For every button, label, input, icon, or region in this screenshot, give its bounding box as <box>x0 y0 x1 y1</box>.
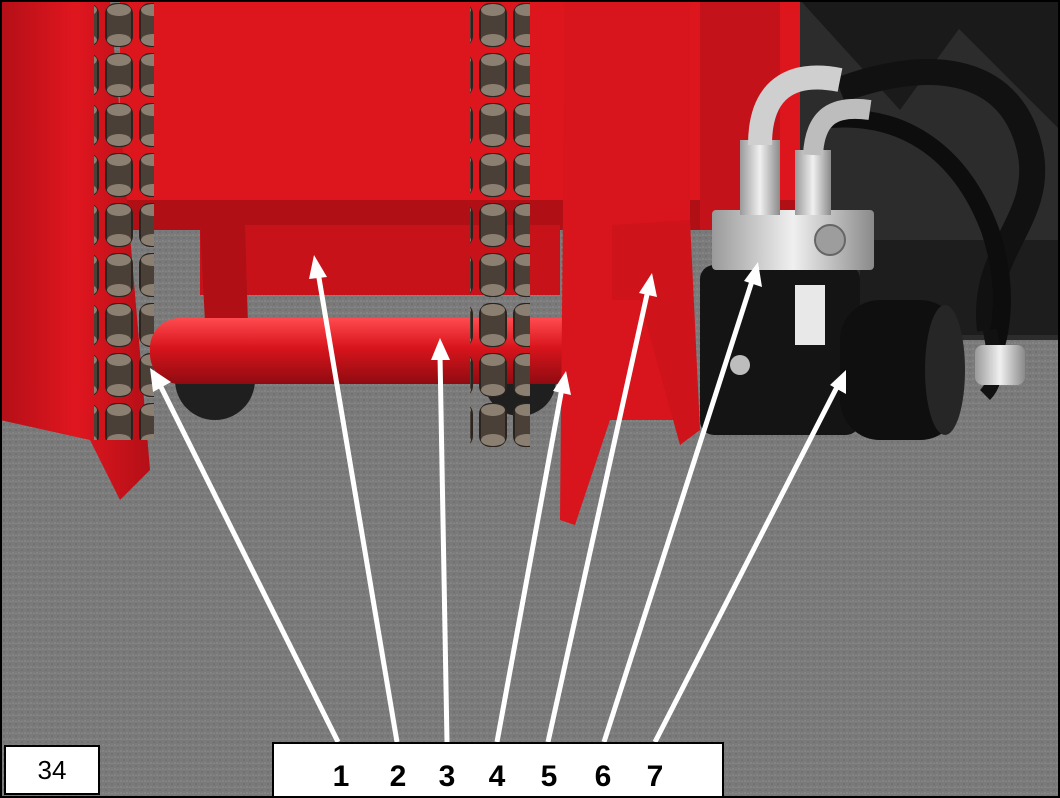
hydraulic-motor <box>700 265 860 435</box>
callout-label-1: 1 <box>332 760 350 793</box>
callout-label-5: 5 <box>540 760 558 793</box>
motor-bracket <box>612 220 700 445</box>
valve-block <box>712 210 874 270</box>
drive-shaft <box>150 318 690 384</box>
callout-label-6: 6 <box>594 760 612 793</box>
right-chain <box>470 0 530 450</box>
callout-legend: 1 2 3 4 5 6 7 <box>272 742 724 798</box>
callout-label-2: 2 <box>389 760 407 793</box>
callout-label-7: 7 <box>646 760 664 793</box>
callout-label-4: 4 <box>488 760 506 793</box>
pointer-arrows <box>150 255 846 744</box>
callout-label-3: 3 <box>438 760 456 793</box>
red-housing <box>120 0 800 230</box>
hose-fitting <box>740 140 780 215</box>
left-chain <box>94 0 154 440</box>
figure-number: 34 <box>4 745 100 795</box>
